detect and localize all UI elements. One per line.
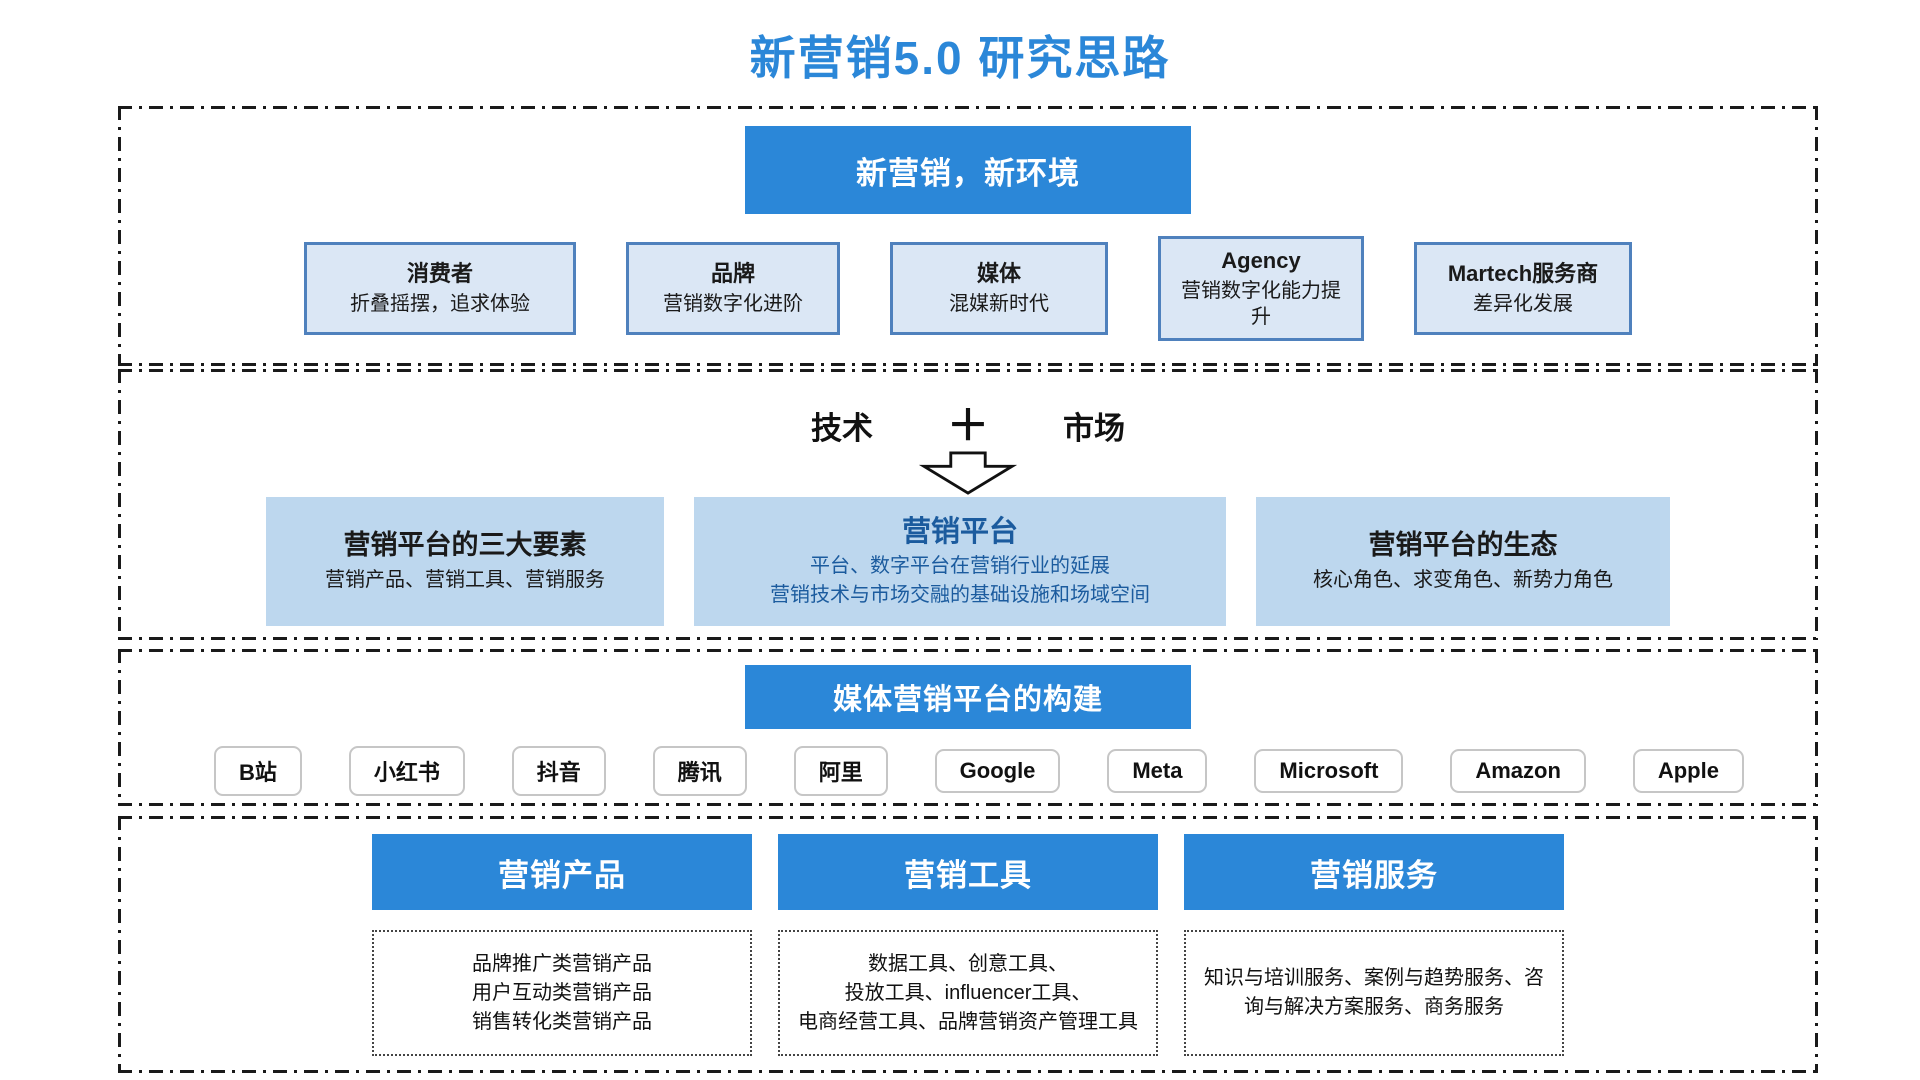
section-media-header: 媒体营销平台的构建 <box>745 665 1191 729</box>
box-marketing-platform-line2: 营销技术与市场交融的基础设施和场域空间 <box>770 583 1150 606</box>
environment-cards-row: 消费者 折叠摇摆，追求体验 品牌 营销数字化进阶 媒体 混媒新时代 Agency… <box>118 236 1818 341</box>
page-title: 新营销5.0 研究思路 <box>749 32 1171 84</box>
offering-products-line-2: 用户互动类营销产品 <box>472 981 652 1004</box>
card-media-desc: 混媒新时代 <box>949 292 1049 315</box>
platform-chip-apple: Apple <box>1632 749 1744 793</box>
platform-boxes-row: 营销平台的三大要素 营销产品、营销工具、营销服务 营销平台 平台、数字平台在营销… <box>118 497 1818 626</box>
plus-icon: ＋ <box>946 401 989 449</box>
card-consumer: 消费者 折叠摇摆，追求体验 <box>304 241 576 335</box>
box-platform-ecosystem-line: 核心角色、求变角色、新势力角色 <box>1313 568 1613 591</box>
box-platform-ecosystem: 营销平台的生态 核心角色、求变角色、新势力角色 <box>1256 497 1670 626</box>
card-brand-title: 品牌 <box>710 261 755 286</box>
card-martech-title: Martech服务商 <box>1447 261 1599 286</box>
card-agency-desc: 营销数字化能力提升 <box>1181 279 1341 328</box>
card-consumer-title: 消费者 <box>406 261 473 286</box>
platform-chip-tencent: 腾讯 <box>652 746 747 796</box>
platform-chip-douyin: 抖音 <box>511 746 606 796</box>
offering-column-products: 营销产品 品牌推广类营销产品 用户互动类营销产品 销售转化类营销产品 <box>372 834 752 1056</box>
box-marketing-platform: 营销平台 平台、数字平台在营销行业的延展 营销技术与市场交融的基础设施和场域空间 <box>694 497 1226 626</box>
card-agency-title: Agency <box>1221 248 1301 273</box>
offering-tools-line-2: 投放工具、influencer工具、 <box>844 981 1092 1004</box>
section-environment-panel: 新营销，新环境 消费者 折叠摇摆，追求体验 品牌 营销数字化进阶 媒体 混媒新时… <box>118 106 1818 366</box>
box-marketing-platform-line1: 平台、数字平台在营销行业的延展 <box>810 554 1110 577</box>
offering-tools-line-3: 电商经营工具、品牌营销资产管理工具 <box>798 1010 1138 1033</box>
platform-chip-microsoft: Microsoft <box>1254 749 1404 793</box>
offering-column-tools: 营销工具 数据工具、创意工具、 投放工具、influencer工具、 电商经营工… <box>778 834 1158 1056</box>
down-arrow-icon <box>118 451 1818 495</box>
platform-chip-meta: Meta <box>1107 749 1208 793</box>
offerings-columns: 营销产品 品牌推广类营销产品 用户互动类营销产品 销售转化类营销产品 营销工具 … <box>118 834 1818 1056</box>
offering-tools-header: 营销工具 <box>778 834 1158 910</box>
platform-chip-bilibili: B站 <box>214 746 302 796</box>
offering-products-body: 品牌推广类营销产品 用户互动类营销产品 销售转化类营销产品 <box>372 930 752 1056</box>
platform-chip-amazon: Amazon <box>1450 749 1586 793</box>
card-media-title: 媒体 <box>976 261 1021 286</box>
offering-products-line-3: 销售转化类营销产品 <box>472 1010 652 1033</box>
card-martech-desc: 差异化发展 <box>1473 292 1573 315</box>
offering-tools-body: 数据工具、创意工具、 投放工具、influencer工具、 电商经营工具、品牌营… <box>778 930 1158 1056</box>
box-three-elements-line: 营销产品、营销工具、营销服务 <box>325 568 605 591</box>
card-media: 媒体 混媒新时代 <box>890 241 1108 335</box>
card-martech: Martech服务商 差异化发展 <box>1414 241 1632 335</box>
offering-services-body: 知识与培训服务、案例与趋势服务、咨询与解决方案服务、商务服务 <box>1184 930 1564 1056</box>
offering-services-header: 营销服务 <box>1184 834 1564 910</box>
offering-tools-line-1: 数据工具、创意工具、 <box>868 952 1068 975</box>
box-marketing-platform-title: 营销平台 <box>901 516 1018 549</box>
offering-products-line-1: 品牌推广类营销产品 <box>472 952 652 975</box>
section-platform-panel: 技术 ＋ 市场 营销平台的三大要素 营销产品、营销工具、营销服务 营销平台 平台… <box>118 369 1818 640</box>
section-offerings-panel: 营销产品 品牌推广类营销产品 用户互动类营销产品 销售转化类营销产品 营销工具 … <box>118 816 1818 1073</box>
card-agency: Agency 营销数字化能力提升 <box>1158 236 1364 341</box>
card-brand-desc: 营销数字化进阶 <box>663 292 803 315</box>
platform-chips-row: B站 小红书 抖音 腾讯 阿里 Google Meta Microsoft Am… <box>214 746 1744 796</box>
platform-chip-alibaba: 阿里 <box>793 746 888 796</box>
section-media-panel: 媒体营销平台的构建 B站 小红书 抖音 腾讯 阿里 Google Meta Mi… <box>118 649 1818 806</box>
box-three-elements-title: 营销平台的三大要素 <box>343 530 587 561</box>
tech-label: 技术 <box>810 411 873 446</box>
offering-services-line-1: 知识与培训服务、案例与趋势服务、咨询与解决方案服务、商务服务 <box>1204 967 1544 1018</box>
tech-plus-market-formula: 技术 ＋ 市场 <box>118 403 1818 448</box>
card-consumer-desc: 折叠摇摆，追求体验 <box>350 292 530 315</box>
market-label: 市场 <box>1063 411 1125 446</box>
offering-products-header: 营销产品 <box>372 834 752 910</box>
box-three-elements: 营销平台的三大要素 营销产品、营销工具、营销服务 <box>266 497 664 626</box>
offering-column-services: 营销服务 知识与培训服务、案例与趋势服务、咨询与解决方案服务、商务服务 <box>1184 834 1564 1056</box>
card-brand: 品牌 营销数字化进阶 <box>626 241 840 335</box>
platform-chip-xiaohongshu: 小红书 <box>348 746 465 796</box>
box-platform-ecosystem-title: 营销平台的生态 <box>1368 530 1558 561</box>
section-environment-header: 新营销，新环境 <box>745 126 1191 214</box>
platform-chip-google: Google <box>934 749 1061 793</box>
